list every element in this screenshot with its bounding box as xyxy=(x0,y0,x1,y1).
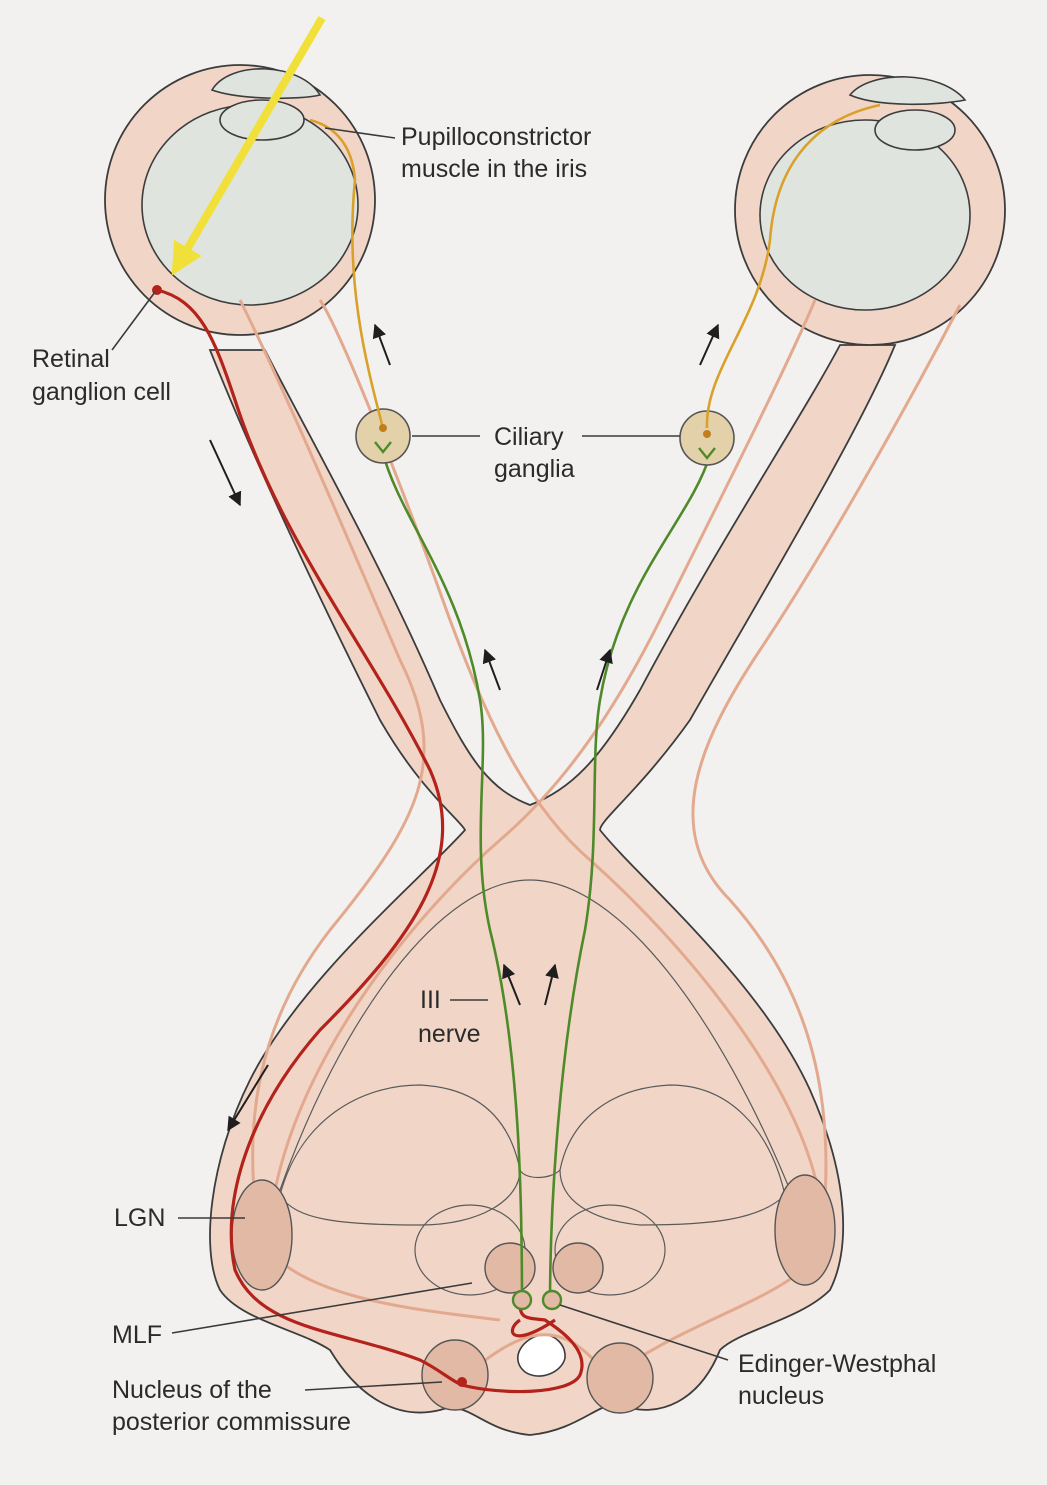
right-eye-lens xyxy=(875,110,955,150)
label-mlf: MLF xyxy=(112,1321,162,1349)
label-iii-2: nerve xyxy=(418,1020,481,1048)
direction-arrow xyxy=(210,440,240,505)
ciliary-ganglion-left xyxy=(356,409,410,463)
label-ew-2: nucleus xyxy=(738,1382,824,1410)
lgn-left xyxy=(232,1180,292,1290)
pretectal-nucleus-right xyxy=(587,1343,653,1413)
ciliary-neuron-left xyxy=(379,424,387,432)
right-eye-globe xyxy=(760,120,970,310)
direction-arrow xyxy=(485,650,500,690)
edinger-westphal-left xyxy=(513,1291,531,1309)
label-lgn: LGN xyxy=(114,1204,165,1232)
label-pupilloconstrictor-2: muscle in the iris xyxy=(401,155,587,183)
edinger-westphal-right xyxy=(543,1291,561,1309)
label-iii-1: III xyxy=(420,986,441,1014)
label-retinal-1: Retinal xyxy=(32,345,110,373)
pretectal-neuron-body xyxy=(457,1377,467,1387)
label-npc-2: posterior commissure xyxy=(112,1408,351,1436)
direction-arrow xyxy=(375,325,390,365)
pretectal-nucleus-left xyxy=(422,1340,488,1410)
label-ew-1: Edinger-Westphal xyxy=(738,1350,936,1378)
oculomotor-nucleus-right xyxy=(553,1243,603,1293)
lgn-right xyxy=(775,1175,835,1285)
label-ciliary-2: ganglia xyxy=(494,455,575,483)
ciliary-neuron-right xyxy=(703,430,711,438)
label-retinal-2: ganglion cell xyxy=(32,378,171,406)
leader-retinal xyxy=(112,292,155,350)
direction-arrow xyxy=(700,325,718,365)
label-pupilloconstrictor-1: Pupilloconstrictor xyxy=(401,123,591,151)
label-npc-1: Nucleus of the xyxy=(112,1376,272,1404)
label-ciliary-1: Ciliary xyxy=(494,423,564,451)
oculomotor-nucleus-left xyxy=(485,1243,535,1293)
